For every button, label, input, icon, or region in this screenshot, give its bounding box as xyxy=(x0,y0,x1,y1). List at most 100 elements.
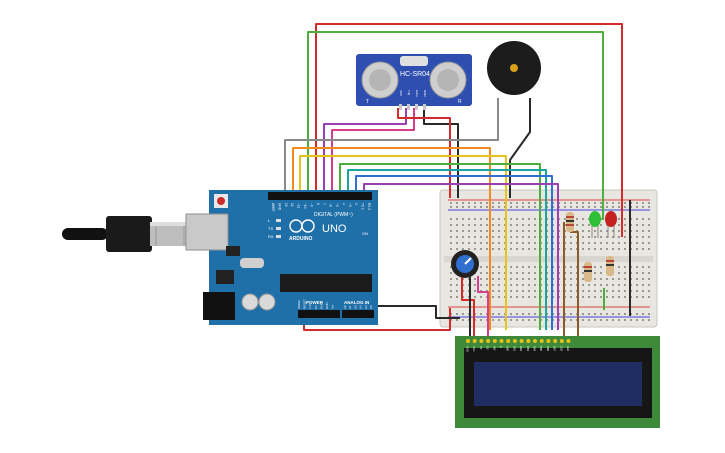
analog-pin-label: A3 xyxy=(359,305,363,309)
lcd-pin-label: DB6 xyxy=(546,346,550,352)
digital-header-label: DIGITAL (PWM~) xyxy=(314,212,353,218)
lcd-pin xyxy=(566,339,571,343)
digital-pin-label: ~6 xyxy=(329,203,333,207)
analog-pin-label: A0 xyxy=(343,305,347,309)
lcd-pin xyxy=(526,339,531,343)
analog-pin-label: A2 xyxy=(353,305,357,309)
on-label: ON xyxy=(362,231,368,236)
wire-brown-res-2[interactable] xyxy=(570,231,579,336)
wire-black-gnd-sensor[interactable] xyxy=(423,108,459,198)
wire-red-top[interactable] xyxy=(315,23,623,237)
lcd-pin xyxy=(533,339,537,343)
arduino-model: UNO xyxy=(322,223,347,235)
digital-pin-label: 2 xyxy=(354,203,358,205)
power-header-label: POWER xyxy=(306,300,324,305)
wires xyxy=(284,23,631,336)
usb-cable xyxy=(62,216,190,252)
digital-pin-label: 4 xyxy=(341,203,345,205)
status-led-label: TX xyxy=(268,226,273,231)
piezo-buzzer[interactable] xyxy=(487,41,541,95)
sensor-pin-label: GND xyxy=(423,90,427,98)
lcd-pin-label: LED xyxy=(566,346,570,351)
wire-red-vcc-sensor[interactable] xyxy=(397,108,451,198)
lcd-pin-label: LED xyxy=(559,346,563,351)
lcd-pin xyxy=(479,339,484,343)
wire-blue[interactable] xyxy=(355,175,553,330)
sensor-pin-label: Trig xyxy=(407,90,411,95)
lcd-pin xyxy=(546,339,551,343)
analog-pin-label: A1 xyxy=(348,305,352,309)
lcd-pin-label: DB1 xyxy=(512,346,516,352)
status-led xyxy=(276,227,281,230)
wire-red-pot[interactable] xyxy=(461,272,475,336)
lcd-pin xyxy=(492,339,497,343)
analog-pin-label: A4 xyxy=(364,305,368,309)
power-header xyxy=(298,310,340,318)
digital-pin-label: 8 xyxy=(316,203,320,205)
lcd-pin xyxy=(519,339,524,343)
lcd-pin-label: DB7 xyxy=(553,346,557,352)
resistor[interactable] xyxy=(606,256,614,276)
sensor-pin xyxy=(407,104,410,110)
status-led-label: L xyxy=(268,218,271,223)
digital-pin-label: ~10 xyxy=(303,203,307,209)
wire-purple-trig[interactable] xyxy=(323,108,407,198)
wire-green-top[interactable] xyxy=(307,31,604,220)
usb-port xyxy=(185,213,229,251)
lcd-pin xyxy=(553,339,558,343)
analog-pin-label: A5 xyxy=(369,305,373,309)
led-green[interactable] xyxy=(589,211,601,238)
lcd-pin-label: DB5 xyxy=(539,346,543,352)
resistor[interactable] xyxy=(584,262,592,282)
wire-yellow[interactable] xyxy=(299,155,507,330)
power-pin-label: GND xyxy=(319,302,323,310)
lcd-pin xyxy=(512,339,517,343)
resistor[interactable] xyxy=(566,212,574,232)
lcd-screen xyxy=(474,362,642,406)
digital-pin-label: 7 xyxy=(322,203,326,205)
power-pin-label: 3.3V xyxy=(308,303,312,309)
digital-pin-label: ~5 xyxy=(335,203,339,207)
digital-pin-label: AREF xyxy=(271,203,275,212)
sensor-pin xyxy=(415,104,418,110)
potentiometer[interactable] xyxy=(451,250,479,278)
lcd-pin xyxy=(486,339,491,343)
capacitor xyxy=(241,293,259,311)
digital-pin-label: 13 xyxy=(284,203,288,207)
lcd-pin xyxy=(559,339,564,343)
capacitor xyxy=(258,293,276,311)
digital-pin-label: GND xyxy=(277,203,281,211)
wire-gray-buzzer[interactable] xyxy=(284,98,499,198)
lcd-pin-label: RW xyxy=(492,346,496,351)
wire-black-gnd[interactable] xyxy=(370,305,460,319)
lcd-pin-label: V0 xyxy=(479,346,483,350)
led-red[interactable] xyxy=(605,211,617,238)
wire-pink-pot[interactable] xyxy=(477,276,489,336)
lcd-pin-label: DB3 xyxy=(526,346,530,352)
lcd-pin-label: DB0 xyxy=(506,346,510,352)
lcd-pin xyxy=(466,339,470,343)
analog-header-label: ANALOG IN xyxy=(344,300,369,305)
analog-header xyxy=(342,310,374,318)
wire-teal[interactable] xyxy=(347,169,547,330)
lcd-pin-label: DB4 xyxy=(533,346,537,352)
wire-orange[interactable] xyxy=(292,147,491,330)
wire-black-buzzer[interactable] xyxy=(509,98,531,198)
status-led xyxy=(276,235,281,238)
sensor-mark-r: R xyxy=(458,99,462,105)
wire-green-2[interactable] xyxy=(339,163,541,330)
power-pin-label: RESET xyxy=(303,299,307,309)
digital-pin-label: ~3 xyxy=(348,203,352,207)
digital-pin-label: ~11 xyxy=(297,203,301,208)
lcd-pin-label: VCC xyxy=(472,346,476,352)
lcd-pin xyxy=(539,339,544,343)
lcd-pin-label: DB2 xyxy=(519,346,523,352)
